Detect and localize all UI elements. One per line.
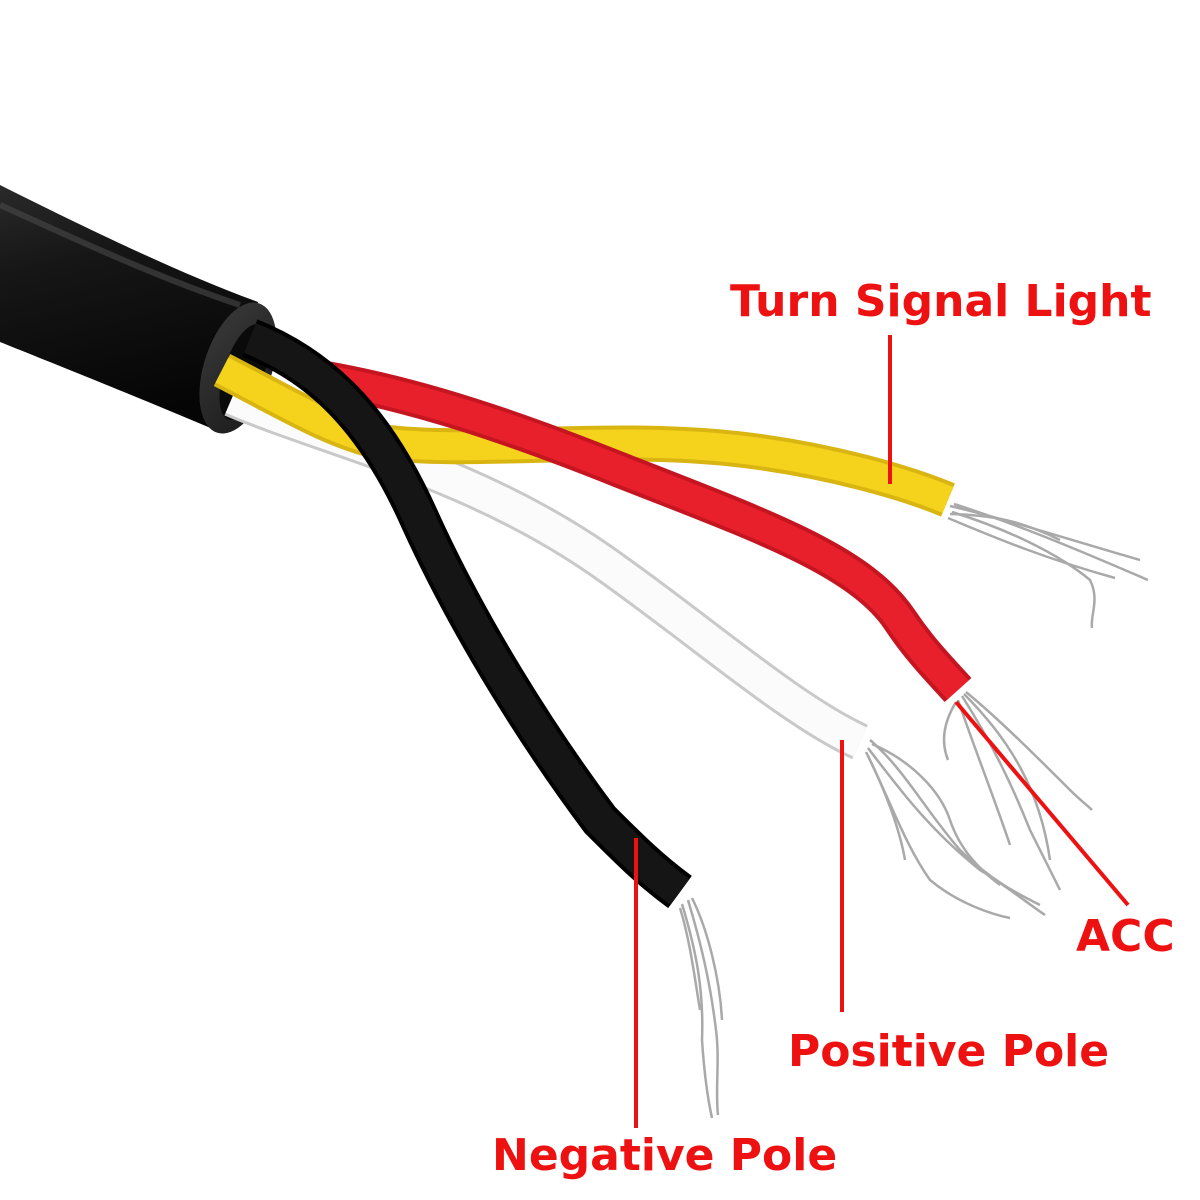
- label-positive-pole: Positive Pole: [788, 1026, 1109, 1077]
- wire-white-strands: [864, 739, 1046, 920]
- leader-acc: [954, 700, 1130, 907]
- wire-black-insulation-face: [243, 323, 690, 905]
- wire-yellow-strands: [947, 502, 1149, 629]
- label-negative-pole: Negative Pole: [492, 1130, 837, 1181]
- label-acc: ACC: [1076, 911, 1175, 962]
- label-turn-signal-light: Turn Signal Light: [730, 276, 1152, 327]
- wire-red-strands: [942, 691, 1093, 891]
- jacket-highlight: [0, 202, 241, 308]
- wire-red: [316, 360, 1093, 891]
- wire-red-insulation-face: [317, 364, 969, 700]
- wire-black-strands: [678, 897, 724, 1119]
- wire-black: [242, 319, 724, 1119]
- jacket-body: [0, 185, 258, 432]
- leader-lines: [634, 335, 1130, 1128]
- callout-labels: Turn Signal Light ACC Positive Pole Nega…: [492, 276, 1175, 1181]
